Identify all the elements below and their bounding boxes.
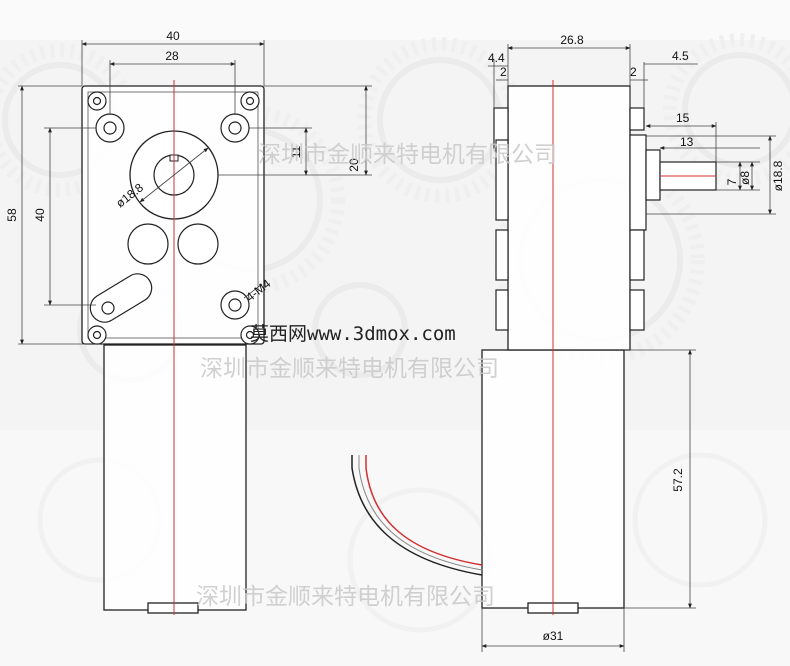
- dim-side-left-2: 2: [500, 65, 507, 79]
- round-boss-right: [177, 223, 219, 265]
- dim-motor-len: 57.2: [671, 468, 685, 492]
- watermark-company-2: 深圳市金顺来特电机有限公司: [200, 356, 499, 382]
- dim-side-depth: 26.8: [560, 33, 584, 47]
- dim-shaft-len-13: 13: [680, 135, 694, 149]
- dim-side-left-44: 4.4: [488, 51, 505, 65]
- side-gearbox: [507, 85, 631, 351]
- dim-front-offset-11: 11: [289, 145, 303, 158]
- watermark-company-1: 深圳市金顺来特电机有限公司: [258, 142, 557, 168]
- dim-front-offset-20: 20: [347, 158, 361, 172]
- wire-black: [351, 455, 483, 576]
- dim-shaft-len-15: 15: [676, 111, 690, 125]
- output-shaft: [645, 149, 661, 201]
- dim-side-right-2: 2: [630, 65, 637, 79]
- dim-boss-dia-side: ø18.8: [771, 160, 785, 191]
- round-boss-left: [127, 223, 169, 265]
- watermarks: 深圳市金顺来特电机有限公司 深圳市金顺来特电机有限公司 深圳市金顺来特电机有限公…: [196, 142, 557, 610]
- corner-screws: [87, 91, 260, 345]
- wire-red: [365, 455, 483, 566]
- watermark-company-3: 深圳市金顺来特电机有限公司: [196, 584, 495, 610]
- dim-shaft-flat-7: 7: [725, 178, 739, 185]
- dim-front-height-inner: 40: [33, 208, 47, 222]
- dim-front-height-outer: 58: [5, 208, 19, 222]
- front-motor-body: [103, 344, 247, 611]
- dim-side-right-45: 4.5: [672, 49, 689, 63]
- front-view: 40 28 58 40 20 11 ø18.8 4-M4: [5, 29, 372, 615]
- dim-motor-dia: ø31: [543, 629, 564, 643]
- dim-front-width-inner: 28: [165, 49, 179, 63]
- front-shaft-stub: [147, 602, 199, 614]
- front-gearbox-inner: [87, 91, 259, 339]
- side-view: 26.8 4.4 2 2 4.5 15 13 7 ø8 ø18.8: [351, 33, 785, 652]
- dim-front-width-outer: 40: [166, 29, 180, 43]
- dim-shaft-dia-8: ø8: [738, 171, 752, 185]
- watermark-site: 莫西网www.3dmox.com: [250, 323, 456, 345]
